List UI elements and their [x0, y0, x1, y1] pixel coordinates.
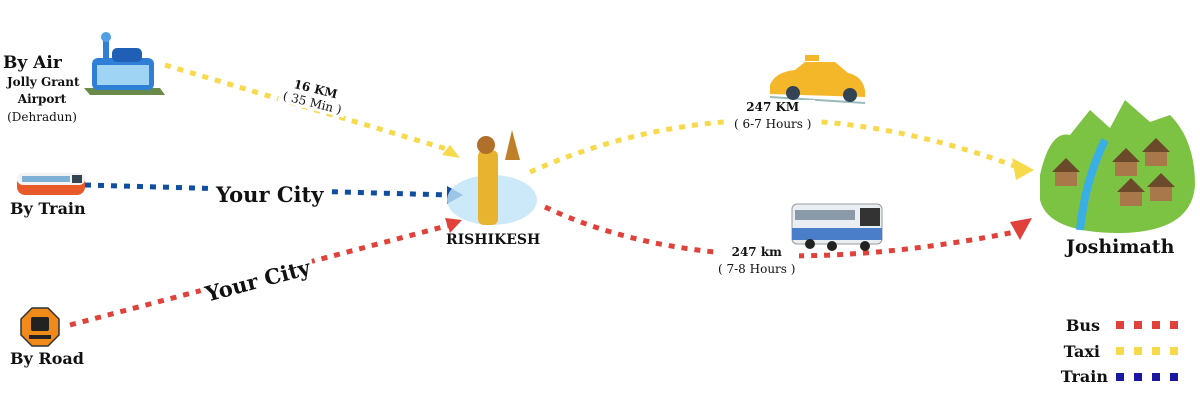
airport-icon [84, 32, 165, 95]
bus-time: ( 7-8 Hours ) [718, 262, 796, 276]
destination-name: Joshimath [1066, 236, 1175, 258]
taxi-route-label: 247 KM ( 6-7 Hours ) [730, 100, 816, 131]
hub-name: RISHIKESH [446, 232, 541, 248]
bus-route-arrow [1010, 218, 1032, 240]
taxi-distance: 247 KM [746, 100, 800, 114]
legend-taxi: Taxi [1063, 342, 1100, 361]
train-title: By Train [10, 199, 86, 218]
air-title: By Air [3, 53, 62, 73]
road-route-arrow [445, 218, 462, 233]
airport-name-line1: Jolly Grant [7, 75, 80, 89]
train-route-label: Your City [212, 182, 328, 207]
taxi-route-arrow [1012, 158, 1034, 180]
air-route-arrow [442, 145, 460, 158]
legend-train: Train [1060, 367, 1108, 386]
taxi-icon [769, 55, 866, 104]
bus-stop-icon [20, 307, 60, 347]
bus-icon [791, 203, 883, 251]
airport-city: (Dehradun) [7, 110, 77, 124]
bus-route-label: 247 km ( 7-8 Hours ) [714, 245, 800, 276]
taxi-route-line [528, 117, 1021, 175]
bus-distance: 247 km [731, 245, 782, 259]
train-icon [17, 173, 85, 195]
legend-swatches [1116, 321, 1178, 381]
airport-name-line2: Airport [17, 92, 67, 106]
taxi-time: ( 6-7 Hours ) [734, 117, 812, 131]
legend-bus: Bus [1065, 316, 1100, 335]
village-icon [1040, 100, 1195, 233]
road-title: By Road [10, 349, 84, 368]
ganga-aarti-icon [447, 130, 537, 225]
